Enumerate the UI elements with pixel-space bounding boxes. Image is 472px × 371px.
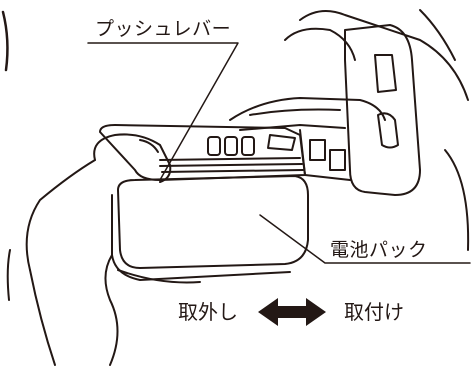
- attach-label: 取付け: [344, 300, 404, 324]
- push-lever-label: プッシュレバー: [95, 18, 232, 40]
- battery-top: [99, 124, 306, 181]
- battery-window-1: [207, 136, 221, 156]
- battery-ribs: [159, 157, 304, 173]
- double-arrow-icon: [258, 298, 326, 326]
- battery-front: [117, 175, 309, 269]
- right-hand-lower: [444, 149, 470, 251]
- right-hand-finger: [419, 9, 456, 61]
- right-hand-thumb: [284, 27, 356, 61]
- compartment-detail: [267, 134, 296, 151]
- compartment-latch: [309, 139, 326, 161]
- left-edge-stroke: [1, 10, 9, 72]
- left-hand-palm: [104, 254, 119, 366]
- left-hand-thumb: [93, 133, 172, 183]
- camera-body-top: [229, 97, 386, 121]
- left-hand-thumb-nail: [139, 139, 159, 153]
- left-edge-stroke-lower: [6, 249, 11, 301]
- left-hand-back: [25, 159, 96, 271]
- strap-loop: [344, 24, 421, 196]
- compartment-contact: [329, 149, 346, 171]
- leader-push-lever: [87, 42, 239, 181]
- camera-body-ridge: [249, 108, 341, 116]
- strap-loop-inner: [374, 54, 397, 93]
- remove-label: 取外し: [178, 300, 238, 324]
- battery-window-2: [224, 136, 238, 156]
- left-wrist: [29, 269, 56, 366]
- strap-loop-slot: [377, 112, 399, 149]
- leader-battery-pack: [259, 214, 471, 264]
- battery-pack-label: 電池パック: [330, 239, 428, 261]
- right-hand-outline: [299, 10, 469, 101]
- left-hand-fingers: [117, 269, 201, 284]
- battery-window-3: [241, 136, 255, 156]
